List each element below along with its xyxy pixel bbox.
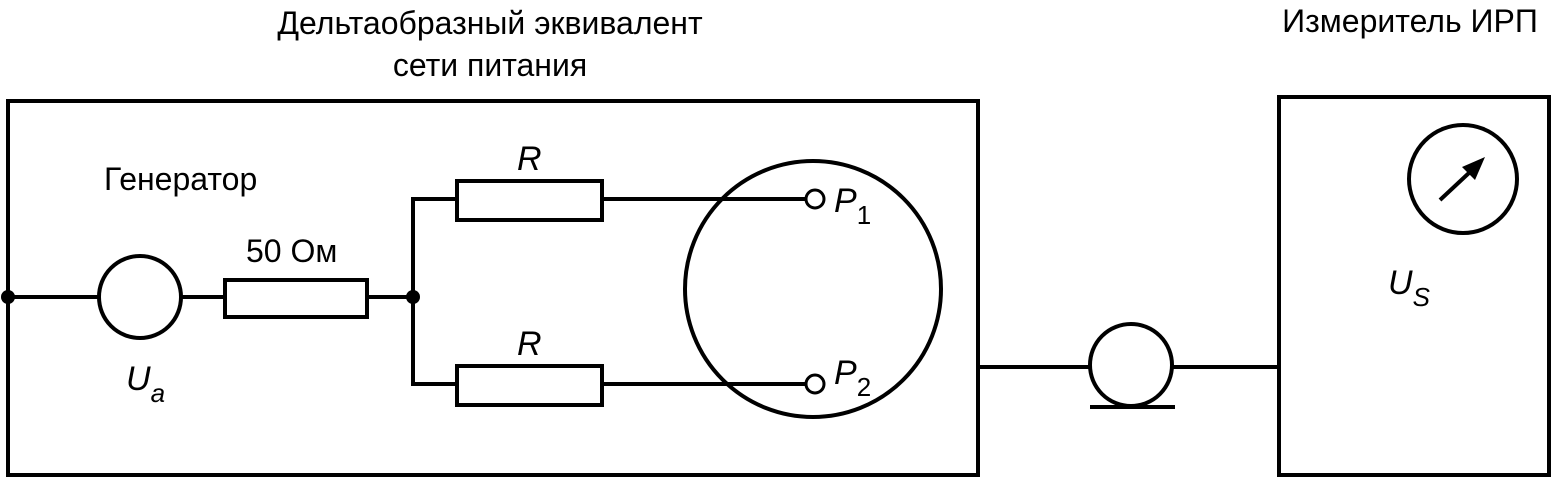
delta-network-enclosure [6, 99, 980, 477]
series-resistor-50-ohm [223, 278, 369, 319]
terminal-p1-subscript: 1 [857, 200, 871, 230]
meter-needle-arrowhead-icon [1462, 157, 1485, 180]
source-voltage-label: Ua [126, 360, 165, 408]
terminal-p2 [804, 373, 826, 395]
meter-dial-circle [1407, 123, 1519, 235]
meter-needle [1438, 170, 1472, 202]
meter-voltage-subscript: S [1413, 282, 1431, 312]
source-voltage-subscript: a [151, 378, 165, 408]
lower-resistor-label: R [517, 325, 542, 363]
generator-label: Генератор [104, 161, 257, 197]
delta-network-title-line1: Дельтаобразный эквивалент [277, 5, 703, 41]
terminal-p2-symbol: P [834, 354, 857, 392]
terminal-p1 [804, 188, 826, 210]
lower-resistor-r [455, 364, 604, 407]
meter-title: Измеритель ИРП [1282, 3, 1538, 39]
source-voltage-symbol: U [126, 360, 151, 398]
meter-voltage-symbol: U [1388, 264, 1413, 302]
upper-resistor-r [455, 179, 604, 222]
coax-connector-circle [1088, 322, 1174, 408]
series-resistor-label: 50 Ом [246, 233, 337, 269]
equipment-under-test-circle [683, 159, 943, 419]
generator-source-circle [97, 254, 183, 340]
terminal-p1-symbol: P [834, 182, 857, 220]
delta-network-title-line2: сети питания [393, 47, 587, 83]
terminal-p2-label: P2 [834, 354, 871, 402]
terminal-p1-label: P1 [834, 182, 871, 230]
meter-enclosure [1277, 95, 1551, 477]
left-junction-dot [1, 290, 15, 304]
terminal-p2-subscript: 2 [857, 372, 871, 402]
meter-voltage-label: US [1388, 264, 1431, 312]
upper-resistor-label: R [517, 140, 542, 178]
